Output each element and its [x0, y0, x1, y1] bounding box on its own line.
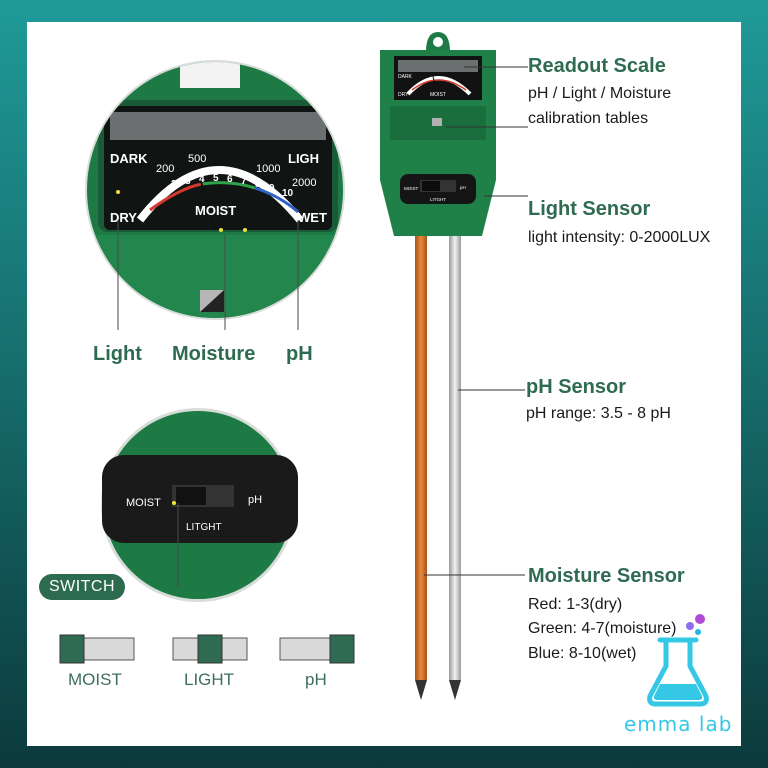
- moist-tick: 3: [185, 176, 191, 187]
- switch-badge: SWITCH: [39, 574, 125, 600]
- moist-tick: 10: [282, 188, 294, 199]
- ph-sensor-line1: pH range: 3.5 - 8 pH: [526, 405, 671, 422]
- legend-light-label: Light: [93, 343, 142, 365]
- lux-tick: 500: [188, 153, 206, 165]
- moisture-sensor-title: Moisture Sensor: [528, 565, 685, 587]
- soil-meter-device: DARK DRY MOIST MOIST pH LITGHT: [380, 32, 496, 700]
- switch-light-label: LITGHT: [186, 522, 222, 533]
- moist-tick: 9: [269, 183, 275, 194]
- moist-tick: 7: [241, 176, 247, 187]
- device-moist-label: MOIST: [404, 186, 419, 191]
- logo-text: emma lab: [624, 712, 733, 736]
- lux-tick: 1000: [256, 163, 280, 175]
- moisture-sensor-line1: Red: 1-3(dry): [528, 596, 623, 613]
- switch-ph-label: pH: [248, 494, 262, 506]
- light-sensor-title: Light Sensor: [528, 198, 651, 220]
- legend-moisture-label: Moisture: [172, 343, 256, 365]
- lux-tick: 2000: [292, 177, 316, 189]
- meter-dry-label: DRY: [110, 210, 137, 225]
- switch-pos-moist: MOIST: [68, 670, 122, 689]
- device-dark-label: DARK: [398, 74, 413, 80]
- readout-scale-title: Readout Scale: [528, 55, 666, 77]
- meter-light-label: LIGH: [288, 151, 319, 166]
- switch-positions-diagram: [59, 634, 355, 664]
- switch-pos-light: LIGHT: [184, 670, 235, 689]
- moist-tick: 5: [213, 173, 219, 184]
- ph-sensor-title: pH Sensor: [526, 376, 627, 398]
- meter-moist-label: MOIST: [195, 203, 236, 218]
- device-ph-label: pH: [460, 185, 466, 190]
- meter-dark-label: DARK: [110, 151, 148, 166]
- moist-tick: 6: [227, 174, 233, 185]
- meter-zoom-illustration: DARK LIGH DRY WET MOIST 200 500 1000 200…: [85, 60, 345, 330]
- callout-connector-lines: [424, 66, 528, 576]
- light-sensor-line1: light intensity: 0-2000LUX: [528, 229, 711, 246]
- switch-zoom-illustration: MOIST pH LITGHT: [101, 408, 298, 602]
- switch-moist-label: MOIST: [126, 497, 161, 509]
- moisture-sensor-line2: Green: 4-7(moisture): [528, 620, 677, 637]
- readout-scale-line1: pH / Light / Moisture: [528, 85, 672, 102]
- moist-tick: 4: [199, 174, 205, 185]
- moist-tick: 2: [171, 179, 177, 190]
- device-moist-scale-label: MOIST: [430, 92, 446, 98]
- moist-tick: 8: [255, 179, 261, 190]
- moisture-sensor-line3: Blue: 8-10(wet): [528, 645, 637, 662]
- legend-ph-label: pH: [286, 343, 313, 365]
- flask-logo-icon: [647, 614, 709, 707]
- readout-scale-line2: calibration tables: [528, 110, 649, 127]
- device-light-label: LITGHT: [430, 197, 446, 202]
- lux-tick: 200: [156, 163, 174, 175]
- switch-pos-ph: pH: [305, 670, 327, 689]
- device-dry-label: DRY: [398, 92, 409, 98]
- meter-wet-label: WET: [298, 210, 327, 225]
